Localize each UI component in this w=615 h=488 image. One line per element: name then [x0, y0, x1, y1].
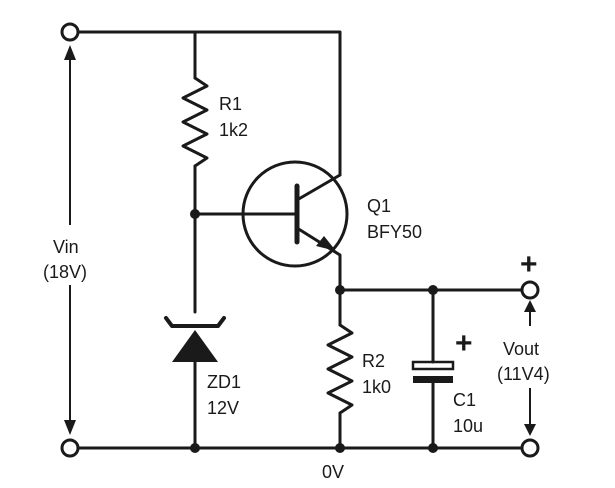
r2-resistor	[326, 323, 354, 415]
zd1-diode-triangle	[172, 330, 218, 362]
vout-polarity-plus: +	[520, 248, 538, 281]
c1-negative-plate	[413, 376, 453, 383]
vin-value-label: (18V)	[43, 262, 87, 282]
r2-value-label: 1k0	[362, 377, 391, 397]
vout-arrow-head-up	[524, 300, 536, 312]
q1-ref-label: Q1	[367, 196, 391, 216]
r1-ref-label: R1	[219, 94, 242, 114]
r2-ref-label: R2	[362, 351, 385, 371]
zd1-diode-bar	[164, 316, 226, 328]
ground-label: 0V	[322, 462, 344, 482]
base-junction-dot	[190, 209, 200, 219]
vout-value-label: (11V4)	[497, 364, 550, 384]
q1-collector-lead	[295, 173, 342, 202]
c1-value-label: 10u	[453, 416, 483, 436]
q1-emitter-lead	[295, 226, 342, 292]
vin-label: Vin	[53, 237, 79, 257]
vin-arrow-head-up	[64, 45, 76, 60]
vout-bottom-terminal	[520, 438, 540, 458]
c1-ground-dot	[428, 443, 438, 453]
top-rail-wire	[76, 30, 342, 177]
q1-transistor-body	[241, 160, 349, 268]
vout-arrow-head-down	[524, 424, 536, 436]
q1-emitter-arrow	[316, 236, 336, 251]
vin-arrow-head-down	[64, 420, 76, 435]
c1-polarity-plus: +	[455, 327, 473, 360]
vout-top-terminal	[520, 280, 540, 300]
vin-bottom-terminal	[60, 438, 80, 458]
r1-value-label: 1k2	[219, 120, 248, 140]
c1-positive-plate	[411, 360, 455, 371]
r1-resistor	[181, 76, 209, 168]
vout-label: Vout	[503, 339, 539, 359]
zd1-ref-label: ZD1	[207, 372, 241, 392]
vin-top-terminal	[60, 22, 80, 42]
r2-ground-dot	[335, 443, 345, 453]
zd1-ground-dot	[190, 443, 200, 453]
c1-ref-label: C1	[453, 390, 476, 410]
q1-value-label: BFY50	[367, 222, 422, 242]
zd1-value-label: 12V	[207, 398, 239, 418]
